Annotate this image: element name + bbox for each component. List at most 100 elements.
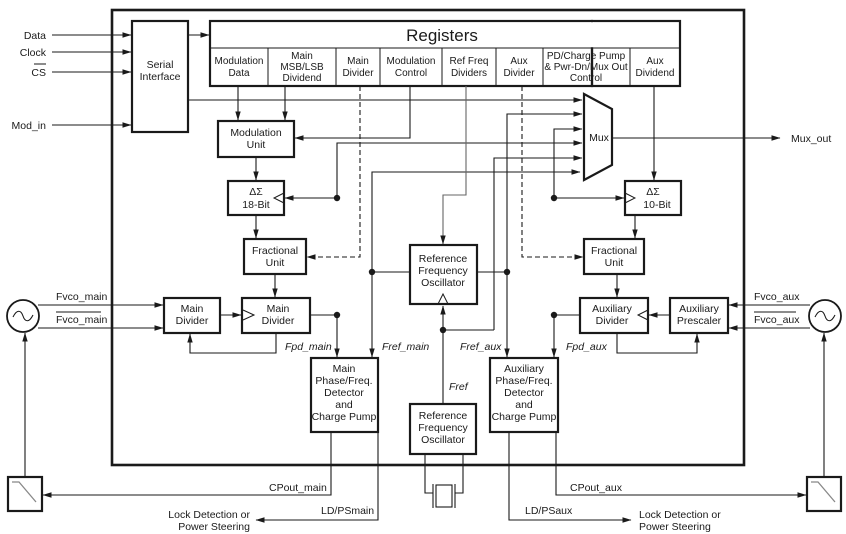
svg-text:Auxiliary: Auxiliary [592, 303, 632, 315]
svg-text:Divider: Divider [262, 315, 295, 327]
aux-pfd-charge-pump-block: Auxiliary Phase/Freq. Detector and Charg… [488, 356, 560, 434]
svg-text:Main: Main [291, 51, 313, 62]
cpout-main-label: CPout_main [269, 482, 327, 494]
loop-filter-aux-icon [805, 475, 843, 513]
auxiliary-divider-block: Auxiliary Divider [578, 296, 650, 335]
lock-detection-aux-label: Lock Detection or Power Steering [639, 509, 721, 533]
main-divider-2-block: Main Divider [240, 296, 312, 335]
input-mod-in-line: Mod_in [12, 120, 132, 132]
delta-sigma-18bit-block: ΔΣ 18-Bit [226, 179, 286, 217]
svg-text:ΔΣ: ΔΣ [249, 186, 263, 198]
register-cell-ref-freq-dividers: Ref Freq Dividers [450, 56, 489, 79]
svg-text:Fractional: Fractional [591, 245, 637, 257]
svg-text:Main: Main [347, 56, 369, 67]
fvco-aux-bar-label: Fvco_aux [754, 314, 800, 326]
svg-text:Divider: Divider [596, 315, 629, 327]
svg-text:& Pwr-Dn/Mux Out: & Pwr-Dn/Mux Out [544, 62, 628, 73]
svg-text:Charge Pump: Charge Pump [492, 411, 557, 423]
svg-text:Main: Main [181, 303, 204, 315]
mux-out-label: Mux_out [791, 133, 831, 145]
fpd-aux-label: Fpd_aux [566, 341, 608, 353]
auxiliary-prescaler-block: Auxiliary Prescaler [668, 296, 730, 335]
svg-text:Aux: Aux [510, 56, 527, 67]
register-cell-modulation-control: Modulation Control [387, 56, 436, 79]
input-mod-in-label: Mod_in [12, 120, 47, 132]
register-cell-modulation-data: Modulation Data [215, 56, 264, 79]
svg-text:Dividers: Dividers [451, 68, 487, 79]
reference-frequency-oscillator-inner-block: Reference Frequency Oscillator [408, 243, 479, 306]
lock-detection-main-label: Lock Detection or Power Steering [168, 509, 250, 533]
fref-label: Fref [449, 381, 469, 393]
svg-text:Data: Data [228, 68, 250, 79]
svg-text:Unit: Unit [605, 257, 624, 269]
main-pfd-charge-pump-block: Main Phase/Freq. Detector and Charge Pum… [309, 356, 380, 434]
svg-text:Prescaler: Prescaler [677, 315, 722, 327]
ld-aux-label: LD/PSaux [525, 505, 573, 517]
svg-text:Modulation: Modulation [215, 56, 264, 67]
svg-text:Aux: Aux [646, 56, 663, 67]
svg-text:Lock Detection or: Lock Detection or [168, 509, 250, 521]
svg-text:Main: Main [267, 303, 290, 315]
svg-text:Auxiliary: Auxiliary [504, 363, 544, 375]
delta-sigma-10bit-block: ΔΣ 10-Bit [623, 179, 683, 217]
register-cell-pd-charge-pump-control: PD/Charge Pump & Pwr-Dn/Mux Out Control [544, 51, 628, 84]
serial-interface-block: Serial Interface [130, 19, 190, 134]
svg-text:Reference: Reference [419, 253, 468, 265]
input-data-line: Data [24, 30, 132, 42]
modulation-unit-block: Modulation Unit [216, 119, 296, 159]
register-cell-main-divider: Main Divider [342, 56, 374, 79]
svg-text:Detector: Detector [504, 387, 544, 399]
mux-block: Mux [582, 92, 614, 182]
register-cell-main-msb-lsb-dividend: Main MSB/LSB Dividend [280, 51, 324, 84]
svg-text:Phase/Freq.: Phase/Freq. [315, 375, 372, 387]
fpd-main-label: Fpd_main [285, 341, 332, 353]
svg-text:and: and [335, 399, 353, 411]
crystal-icon [424, 454, 464, 508]
svg-text:Frequency: Frequency [418, 265, 468, 277]
svg-text:MSB/LSB: MSB/LSB [280, 62, 324, 73]
svg-text:Ref Freq: Ref Freq [450, 56, 489, 67]
svg-text:Oscillator: Oscillator [421, 277, 465, 289]
serial-interface-label-1: Serial [147, 59, 174, 71]
clock-input-icon [272, 192, 285, 204]
svg-text:10-Bit: 10-Bit [643, 199, 671, 211]
svg-text:Frequency: Frequency [418, 422, 468, 434]
svg-text:Control: Control [570, 73, 602, 84]
vco-aux-icon [808, 299, 842, 333]
svg-text:Dividend: Dividend [283, 73, 322, 84]
svg-text:Dividend: Dividend [636, 68, 675, 79]
clock-input-icon [624, 192, 637, 204]
reference-frequency-oscillator-outer-block: Reference Frequency Oscillator [408, 402, 478, 456]
input-cs-line: CS [31, 63, 132, 79]
input-clock-label: Clock [20, 47, 47, 59]
clock-input-icon [437, 292, 449, 305]
svg-text:Auxiliary: Auxiliary [679, 303, 719, 315]
svg-text:Oscillator: Oscillator [421, 434, 465, 446]
svg-text:Divider: Divider [342, 68, 374, 79]
main-divider-1-block: Main Divider [162, 296, 222, 335]
svg-text:Modulation: Modulation [387, 56, 436, 67]
svg-text:Power Steering: Power Steering [639, 521, 711, 533]
fref-main-label: Fref_main [382, 341, 429, 353]
fractional-unit-main-block: Fractional Unit [242, 237, 308, 276]
svg-text:Unit: Unit [266, 257, 285, 269]
svg-text:and: and [515, 399, 533, 411]
svg-text:Main: Main [333, 363, 356, 375]
clock-input-icon [636, 309, 649, 321]
registers-title: Registers [406, 26, 478, 45]
loop-filter-main-icon [6, 475, 44, 513]
svg-text:Modulation: Modulation [230, 127, 282, 139]
mux-label: Mux [589, 132, 610, 144]
ld-main-label: LD/PSmain [321, 505, 374, 517]
svg-text:Divider: Divider [176, 315, 209, 327]
fvco-main-bar-label: Fvco_main [56, 314, 108, 326]
clock-input-icon [242, 309, 256, 321]
registers-block: Registers [208, 19, 631, 88]
cpout-aux-label: CPout_aux [570, 482, 623, 494]
svg-text:ΔΣ: ΔΣ [646, 186, 660, 198]
svg-text:Power Steering: Power Steering [178, 521, 250, 533]
svg-text:PD/Charge Pump: PD/Charge Pump [547, 51, 626, 62]
svg-text:Reference: Reference [419, 410, 468, 422]
register-cell-aux-dividend: Aux Dividend [636, 56, 675, 79]
svg-text:Lock Detection or: Lock Detection or [639, 509, 721, 521]
